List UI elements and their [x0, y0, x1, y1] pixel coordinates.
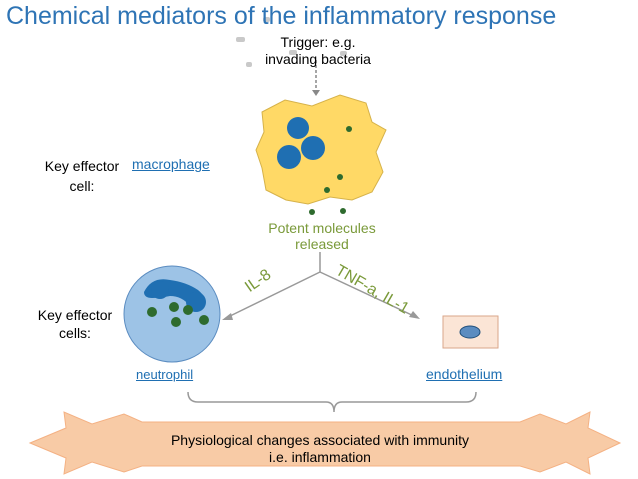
trigger-label: Trigger: e.g. invading bacteria [228, 34, 408, 68]
macrophage-key-label: Key effector cell: [36, 156, 128, 196]
effectors-key-line1: Key effector [37, 307, 113, 323]
effectors-key-label: Key effector cells: [26, 306, 124, 342]
outcome-banner [28, 411, 622, 475]
bracket [187, 391, 477, 413]
bacteria-fragments [236, 17, 347, 67]
slide-title: Chemical mediators of the inflammatory r… [6, 2, 557, 30]
potent-line2: released [295, 236, 349, 252]
trigger-line1: Trigger: e.g. [280, 34, 356, 50]
outcome-line1: Physiological changes associated with im… [170, 432, 470, 448]
macrophage-link[interactable]: macrophage [132, 156, 210, 172]
outcome-text: Physiological changes associated with im… [100, 432, 540, 466]
endothelium-cell [442, 315, 499, 349]
macrophage-key-line1: Key effector [44, 158, 120, 174]
effectors-key-line2: cells: [59, 325, 91, 341]
neutrophil-link[interactable]: neutrophil [136, 367, 194, 382]
macrophage-cell [255, 94, 387, 215]
endothelium-link[interactable]: endothelium [426, 366, 503, 382]
potent-line1: Potent molecules [268, 220, 376, 236]
outcome-line2: i.e. inflammation [269, 449, 371, 465]
trigger-line2: invading bacteria [265, 51, 371, 67]
potent-molecules-label: Potent molecules released [250, 220, 394, 252]
neutrophil-cell [123, 265, 221, 363]
macrophage-key-line2: cell: [69, 178, 95, 194]
mediator-arrows [225, 252, 417, 319]
